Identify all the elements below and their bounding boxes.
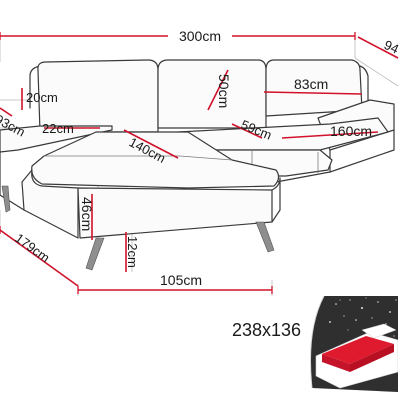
depth-right-label: 94: [382, 37, 400, 57]
sleeping-function-icon: [310, 295, 398, 392]
chaise-width-label: 105cm: [160, 272, 202, 288]
leg-chaise-back: [255, 221, 275, 253]
seat-width-label: 160cm: [330, 123, 372, 139]
sofa-body: [0, 59, 395, 271]
seat-height-label: 46cm: [79, 197, 95, 231]
armrest-height-label: 20cm: [26, 90, 58, 105]
chaise-length-label: 179cm: [12, 230, 52, 265]
armrest-width-label: 22cm: [42, 121, 74, 136]
dim-total-width: 300cm: [0, 28, 356, 44]
armrest-left: [0, 125, 113, 153]
chaise-base-side: [77, 187, 273, 239]
dim-depth-right: 94: [357, 36, 400, 59]
cushion-width-label: 83cm: [294, 76, 328, 92]
back-height-label: 50cm: [216, 74, 232, 108]
bed-size-label: 238x136: [232, 320, 301, 340]
leg-left-front: [1, 185, 11, 213]
leg-height-label: 12cm: [125, 236, 140, 268]
chaise-base-front: [21, 169, 79, 239]
back-cushion-middle: [157, 59, 267, 129]
total-width-label: 300cm: [179, 28, 221, 44]
dim-lines-body: [0, 69, 379, 294]
back-cushion-right: [265, 59, 363, 117]
leg-chaise-front: [85, 237, 105, 271]
